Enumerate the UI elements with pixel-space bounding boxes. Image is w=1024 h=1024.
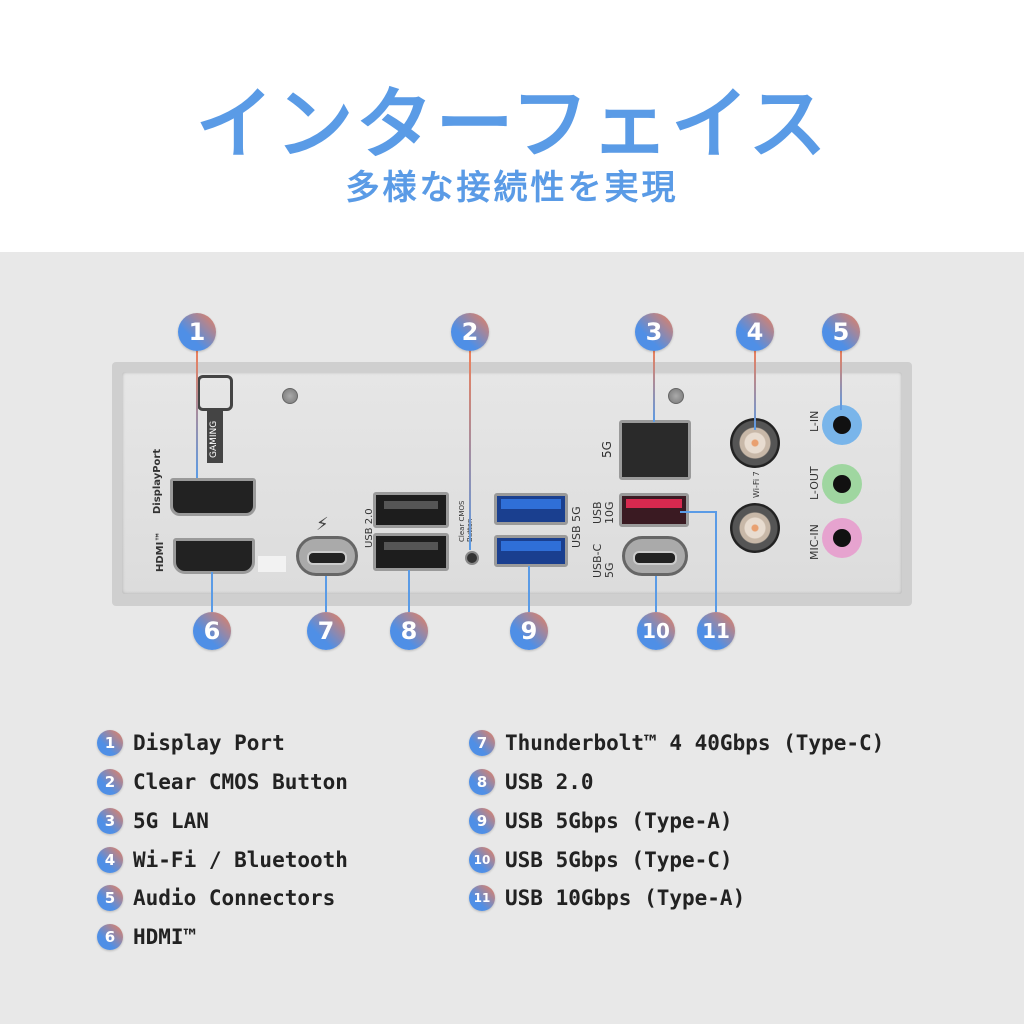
thunderbolt-port [296, 536, 358, 576]
callout-badge-11: 11 [697, 612, 735, 650]
callout-badge-4: 4 [736, 313, 774, 351]
legend-badge: 9 [469, 808, 495, 834]
callout-badge-10: 10 [637, 612, 675, 650]
wifi-antenna-connector [730, 503, 780, 553]
legend-label: HDMI™ [133, 925, 197, 949]
legend-label: Wi-Fi / Bluetooth [133, 848, 348, 872]
legend-badge: 7 [469, 730, 495, 756]
page-title: インターフェイス [195, 80, 829, 170]
callout-badge-5: 5 [822, 313, 860, 351]
usb5g-port [494, 535, 568, 567]
legend-item: 6 HDMI™ [97, 922, 196, 952]
wifi-label: Wi-Fi 7 [752, 471, 761, 498]
legend-badge: 8 [469, 769, 495, 795]
line-in-label: L-IN [808, 410, 821, 432]
callout-badge-2: 2 [451, 313, 489, 351]
usbc-label: USB-C 5G [591, 543, 616, 578]
gaming-logo-icon [197, 375, 233, 411]
legend-label: 5G LAN [133, 809, 209, 833]
callout-badge-1: 1 [178, 313, 216, 351]
callout-badge-7: 7 [307, 612, 345, 650]
usb5g-label: USB 5G [570, 506, 583, 548]
legend-badge: 3 [97, 808, 123, 834]
displayport-port [170, 478, 256, 516]
legend-label: USB 5Gbps (Type-A) [505, 809, 733, 833]
legend-badge: 6 [97, 924, 123, 950]
leader-line [754, 350, 756, 430]
mic-in-jack [822, 518, 862, 558]
legend-item: 5 Audio Connectors [97, 883, 335, 913]
usb5g-port [494, 493, 568, 525]
displayport-label: DisplayPort [152, 448, 163, 514]
lan-label: 5G [600, 441, 614, 458]
callout-badge-3: 3 [635, 313, 673, 351]
hdmi-port [173, 538, 255, 574]
leader-line [715, 511, 717, 612]
legend-item: 8 USB 2.0 [469, 767, 594, 797]
gaming-label: GAMING [209, 420, 219, 458]
leader-line [408, 570, 410, 612]
legend-badge: 4 [97, 847, 123, 873]
usb2-port [373, 533, 449, 571]
usb10g-label: USB 10G [591, 501, 616, 524]
leader-line [840, 350, 842, 410]
header-section: インターフェイス 多様な接続性を実現 [0, 0, 1024, 252]
legend-item: 9 USB 5Gbps (Type-A) [469, 806, 733, 836]
usb10g-port [619, 493, 689, 527]
legend-item: 10 USB 5Gbps (Type-C) [469, 845, 733, 875]
mic-in-label: MIC-IN [808, 524, 821, 560]
legend-badge: 2 [97, 769, 123, 795]
legend-item: 2 Clear CMOS Button [97, 767, 348, 797]
lan-port [619, 420, 691, 480]
usb2-label: USB 2.0 [364, 508, 375, 548]
legend-label: USB 2.0 [505, 770, 594, 794]
line-out-label: L-OUT [808, 466, 821, 500]
callout-badge-8: 8 [390, 612, 428, 650]
legend-item: 11 USB 10Gbps (Type-A) [469, 883, 745, 913]
legend-label: Display Port [133, 731, 285, 755]
leader-line [211, 572, 213, 612]
leader-line [680, 511, 717, 513]
leader-line [653, 350, 655, 422]
legend-label: Clear CMOS Button [133, 770, 348, 794]
legend-badge: 11 [469, 885, 495, 911]
legend-label: Audio Connectors [133, 886, 336, 910]
callout-badge-6: 6 [193, 612, 231, 650]
legend-item: 7 Thunderbolt™ 4 40Gbps (Type-C) [469, 728, 884, 758]
legend-item: 3 5G LAN [97, 806, 209, 836]
usbc-port [622, 536, 688, 576]
leader-line [528, 566, 530, 612]
clear-cmos-button [465, 551, 479, 565]
legend-label: USB 10Gbps (Type-A) [505, 886, 746, 910]
legend-badge: 10 [469, 847, 495, 873]
legend-label: Thunderbolt™ 4 40Gbps (Type-C) [505, 731, 885, 755]
legend-badge: 5 [97, 885, 123, 911]
hdmi-label: HDMI™ [155, 531, 166, 572]
clear-cmos-label: Clear CMOS Button [458, 500, 474, 542]
thunderbolt-icon: ⚡ [316, 514, 329, 535]
page-subtitle: 多様な接続性を実現 [345, 168, 679, 208]
legend-label: USB 5Gbps (Type-C) [505, 848, 733, 872]
legend-item: 4 Wi-Fi / Bluetooth [97, 845, 348, 875]
legend-badge: 1 [97, 730, 123, 756]
line-in-jack [822, 405, 862, 445]
callout-badge-9: 9 [510, 612, 548, 650]
leader-line [655, 576, 657, 612]
gaming-label-bg [207, 411, 223, 463]
usb2-port [373, 492, 449, 528]
sticker [258, 556, 286, 572]
leader-line [325, 576, 327, 612]
legend-item: 1 Display Port [97, 728, 285, 758]
line-out-jack [822, 464, 862, 504]
leader-line [196, 350, 198, 478]
leader-line [469, 350, 471, 550]
screw-icon [668, 388, 684, 404]
screw-icon [282, 388, 298, 404]
